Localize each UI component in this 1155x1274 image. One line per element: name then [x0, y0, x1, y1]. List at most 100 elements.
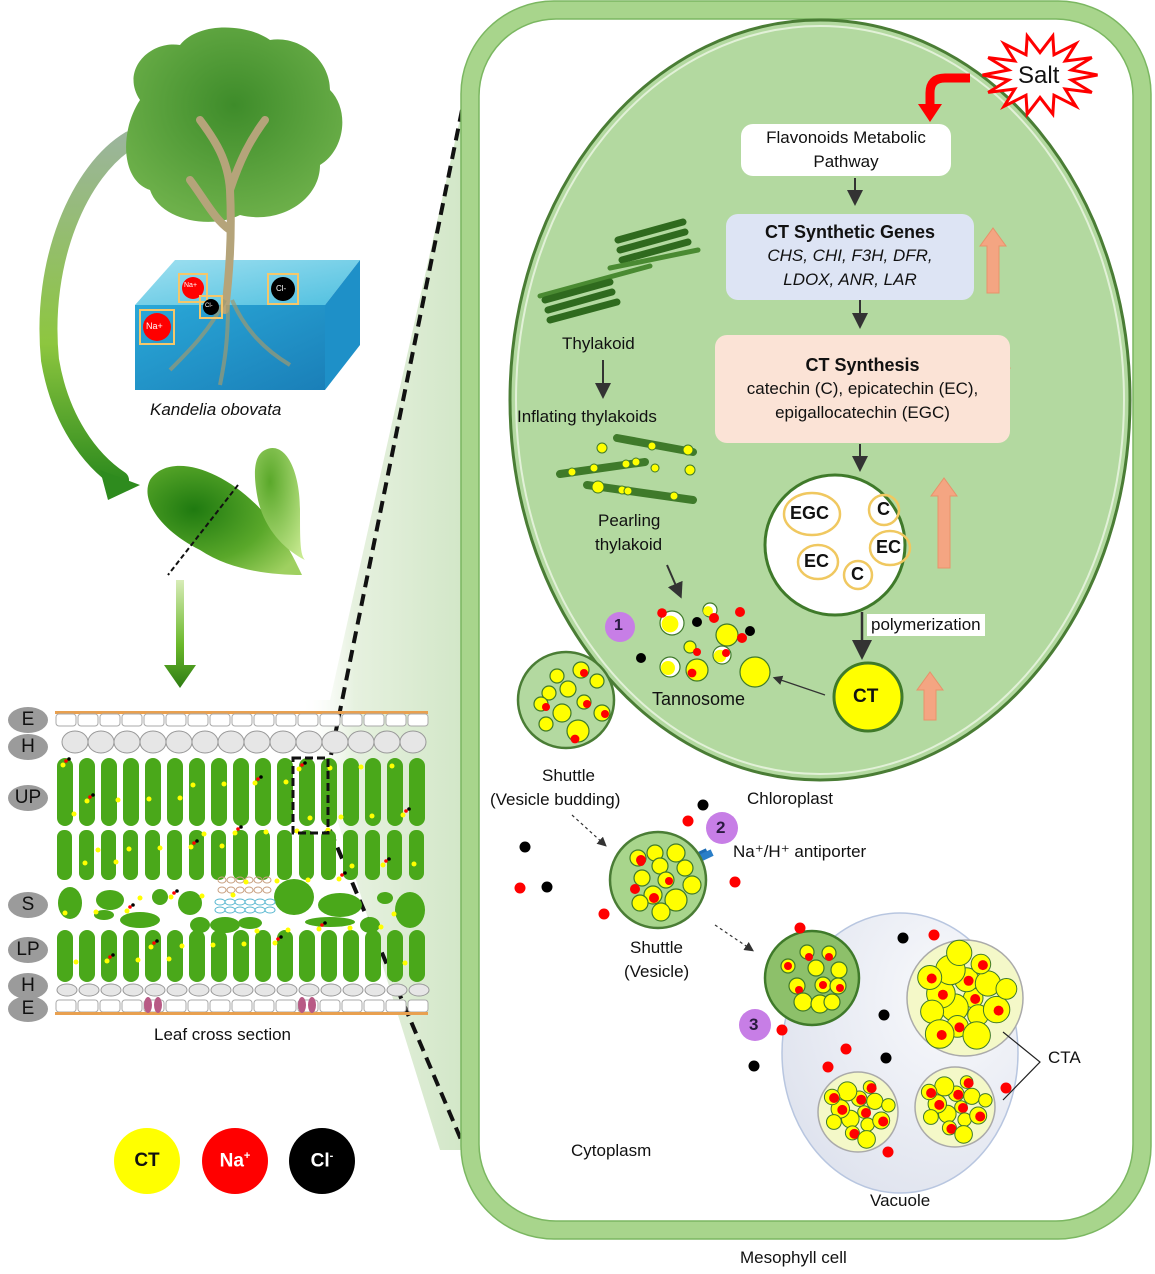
cs-ct-dot [148, 944, 154, 950]
monomer-c1-ring [867, 493, 901, 527]
chloroplast-inner-membrane [515, 25, 1125, 775]
cta3-na-8 [975, 1111, 986, 1122]
free-na-1 [514, 882, 526, 894]
layer-label-e-0: E [8, 707, 48, 733]
xylem-cell [262, 876, 272, 884]
cta1-na-10 [977, 960, 988, 971]
pearl-4 [621, 459, 631, 469]
shuttle-budding-label-1: Shuttle [542, 766, 595, 785]
cs-cl-dot [111, 953, 115, 957]
lower-hypodermis-cell [254, 983, 276, 997]
cs-na-dot [64, 759, 68, 763]
tannosome-label: Tannosome [652, 689, 746, 709]
cta1-na-12 [926, 973, 937, 984]
arrow-vesicle-to-vacuole [714, 924, 754, 952]
tannosome-droplet-5-ct-inner [661, 661, 675, 675]
vesicle-droplet-9-ct [664, 888, 688, 912]
water-ion-cl-2 [267, 273, 299, 305]
pearl-10 [596, 442, 608, 454]
cross-section-label: Leaf cross section [154, 1025, 292, 1044]
lower-epidermis-cell [319, 999, 341, 1013]
cs-ct-dot [263, 829, 269, 835]
palisade-cell [365, 830, 380, 880]
vesicle-droplet-5-ct [633, 869, 651, 887]
upper-hypodermis-cell [399, 730, 427, 754]
lower-palisade-cell [189, 930, 205, 982]
cs-na-dot [108, 955, 112, 959]
cta1-na-8 [993, 1005, 1004, 1016]
legend-cl-circle [289, 1128, 355, 1194]
layer-label-up-2: UP [8, 785, 48, 811]
cs-cl-dot [131, 903, 135, 907]
cs-cl-dot [67, 757, 71, 761]
cs-ct-dot [73, 959, 79, 965]
spongy-cell [238, 917, 262, 929]
guard-cell [154, 997, 162, 1013]
cta-label: CTA [1048, 1048, 1081, 1067]
cs-ct-dot [400, 812, 406, 818]
tannosome-na-2 [737, 633, 747, 643]
cs-na-dot [236, 827, 240, 831]
step-2-label: 2 [716, 818, 726, 837]
cs-na-dot [152, 941, 156, 945]
vesicle-na-2 [649, 893, 659, 903]
bud-droplet-8-na [601, 710, 609, 718]
xylem-cell [226, 876, 236, 884]
pearl-0 [647, 441, 657, 451]
cs-ct-dot [274, 878, 280, 884]
spongy-cell [94, 910, 114, 920]
vacuole-label: Vacuole [870, 1191, 931, 1210]
phloem-cell [234, 898, 246, 906]
cta3-ct-5 [963, 1087, 981, 1105]
spongy-cell [190, 917, 210, 933]
lower-palisade-cell [365, 930, 381, 982]
cta2-ct-11 [857, 1130, 876, 1149]
upper-epidermis-cell [363, 713, 385, 727]
cs-ct-dot [210, 942, 216, 948]
fuse-droplet-5-na [795, 986, 803, 994]
cs-ct-dot [296, 766, 302, 772]
cell-wall-outer-line [460, 0, 1152, 1240]
upper-epidermis-cell [143, 713, 165, 727]
lower-palisade-cell [167, 930, 183, 982]
cs-ct-dot [199, 893, 205, 899]
leaf-illustration [147, 448, 305, 688]
pearl-11 [650, 463, 660, 473]
upper-hypodermis-cell [243, 730, 271, 754]
curved-arrow-head [100, 470, 140, 500]
palisade-cell [321, 830, 336, 880]
salt-arrow-head [918, 104, 942, 122]
lower-hypodermis-cell [408, 983, 430, 997]
lower-hypodermis-cell [144, 983, 166, 997]
cs-ct-dot [402, 960, 408, 966]
bud-droplet-9-ct [538, 716, 554, 732]
zoom-box [291, 756, 330, 835]
side-leaf [254, 448, 305, 560]
upper-epidermis-cell [165, 713, 187, 727]
cta1-na-4 [937, 989, 948, 1000]
vesicle-droplet-11-ct [651, 902, 671, 922]
pearl-5 [631, 457, 641, 467]
cs-ct-dot [254, 928, 260, 934]
cta2-na-4 [837, 1104, 848, 1115]
bud-droplet-7-ct [552, 703, 572, 723]
vesicle-droplet-10-ct [631, 894, 649, 912]
tannosome-droplet-2-ct [715, 623, 739, 647]
cs-cl-dot [239, 825, 243, 829]
bud-droplet-5-na [583, 700, 591, 708]
cs-ct-dot [115, 797, 121, 803]
palisade-cell [299, 830, 314, 880]
salt-burst-icon [982, 31, 1098, 119]
free-cl-6 [748, 1060, 760, 1072]
upper-hypodermis-cell [347, 730, 375, 754]
pearl-9 [669, 491, 679, 501]
cta2-ct-13 [881, 1098, 896, 1113]
free-cl-0 [697, 799, 709, 811]
cs-ct-dot [305, 877, 311, 883]
tannosome-droplet-3-ct [683, 640, 697, 654]
cta2-na-2 [856, 1094, 867, 1105]
spongy-cell [178, 891, 202, 915]
palisade-cell [145, 758, 161, 826]
lower-hypodermis-cell [364, 983, 386, 997]
cs-cl-dot [387, 857, 391, 861]
